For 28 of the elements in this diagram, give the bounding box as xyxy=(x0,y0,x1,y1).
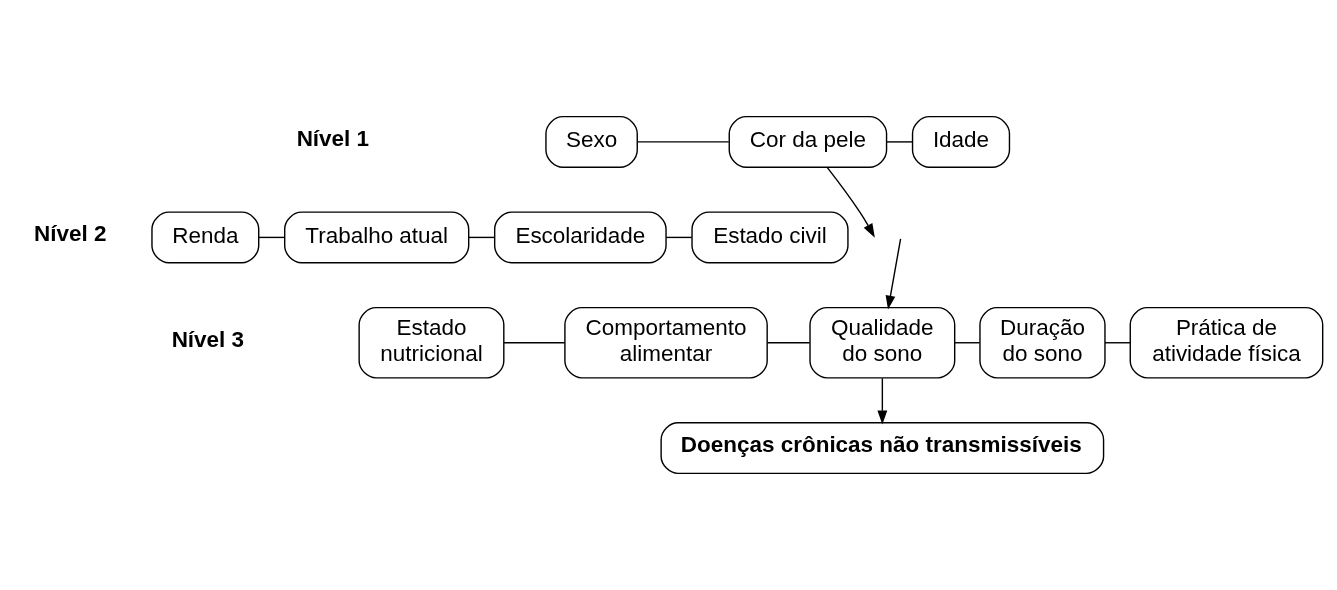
connector xyxy=(636,141,730,143)
connector xyxy=(954,342,981,344)
connector xyxy=(665,236,693,239)
node-box: Comportamento alimentar xyxy=(564,306,768,379)
arrow xyxy=(826,166,875,238)
node-box: Prática de atividade física xyxy=(1129,306,1324,379)
node-box: Doenças crônicas não transmissíveis xyxy=(660,422,1105,475)
node-box: Estado nutricional xyxy=(358,306,505,379)
connector xyxy=(886,141,914,143)
node-box: Cor da pele xyxy=(728,115,888,168)
node-box: Sexo xyxy=(545,115,638,168)
label: Nível 3 xyxy=(171,326,245,352)
connector xyxy=(503,342,566,344)
node-box: Estado civil xyxy=(691,211,849,264)
node-box: Idade xyxy=(911,115,1011,168)
connector xyxy=(766,342,811,344)
connector xyxy=(468,236,496,239)
node-box: Escolaridade xyxy=(494,211,667,264)
label: Nível 1 xyxy=(296,125,370,151)
connector xyxy=(258,236,286,239)
arrow xyxy=(877,377,888,425)
node-box: Qualidade do sono xyxy=(809,306,956,379)
node-box: Trabalho atual xyxy=(284,211,470,264)
node-box: Renda xyxy=(151,211,260,264)
connector xyxy=(1104,342,1131,344)
arrow xyxy=(885,238,902,310)
node-box: Duração do sono xyxy=(979,306,1106,379)
label: Nível 2 xyxy=(33,221,107,247)
